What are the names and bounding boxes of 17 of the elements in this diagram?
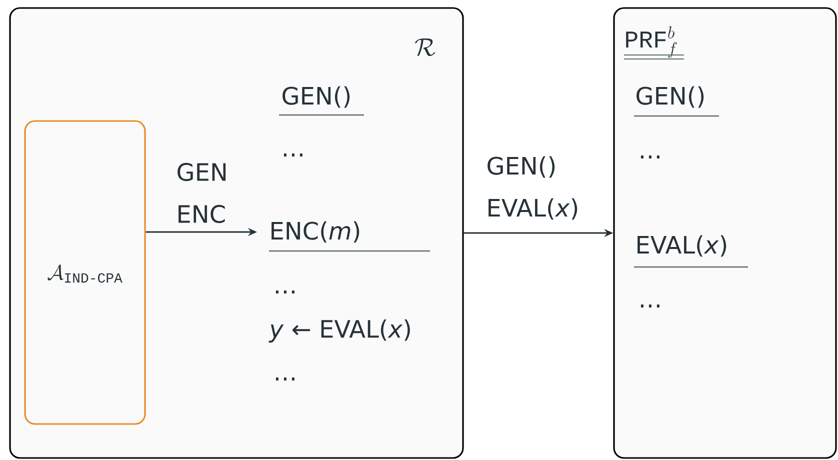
edge-label: GEN() EVAL(x): [488, 156, 578, 220]
ellipsis: …: [284, 154, 302, 156]
rounded-box: [613, 7, 837, 459]
ellipsis: …: [276, 290, 294, 294]
oracle-name: GEN(): [634, 86, 719, 117]
ellipsis: …: [276, 378, 294, 380]
ellipsis: …: [640, 304, 660, 308]
box-heading: $\texttt{PRF}^{b}_{f}$: [624, 26, 684, 60]
oracle-name: ENC(m): [269, 221, 430, 252]
oracle-name: GEN(): [279, 86, 364, 116]
adversary-label: $\mathcal{A}_{\texttt{IND-CPA}}$: [48, 264, 122, 283]
ellipsis: …: [640, 156, 660, 158]
statement: y ← EVAL(x): [268, 319, 410, 343]
oracle-name: EVAL(x): [634, 235, 748, 268]
box-heading: $\mathcal{R}$: [414, 38, 436, 56]
adversary-box: [24, 120, 146, 425]
edge-label: GEN ENC: [178, 162, 226, 224]
